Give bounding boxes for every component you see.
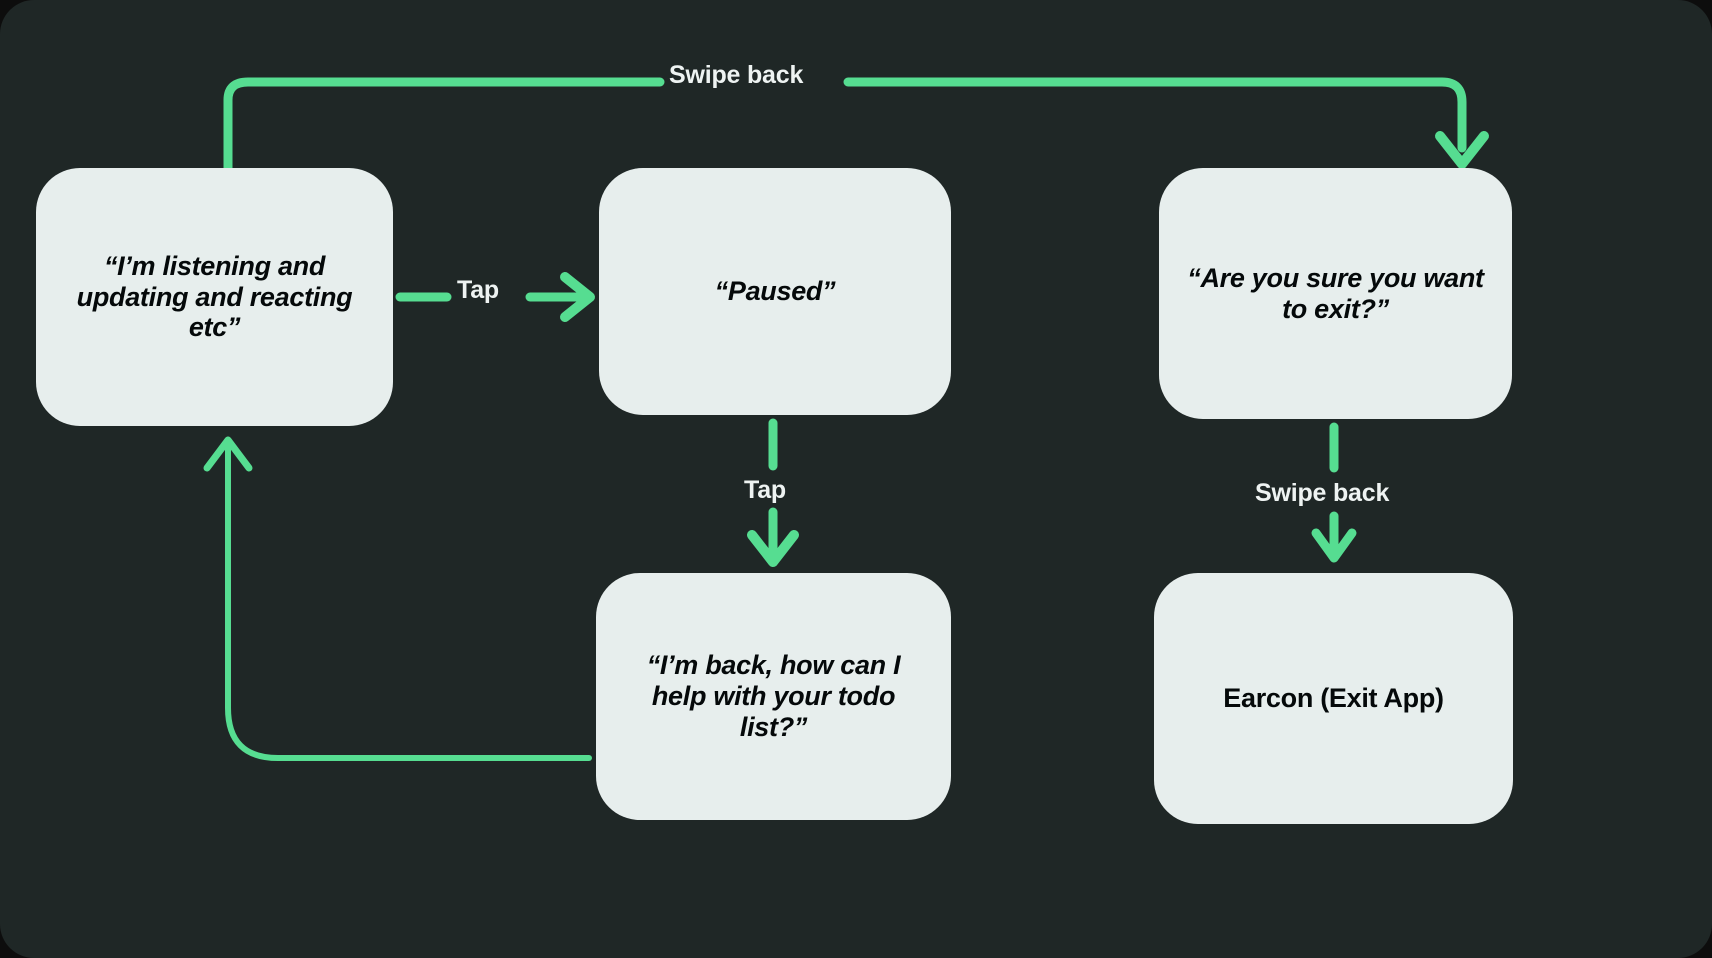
edge-label-tap-paused-to-back: Tap — [744, 476, 786, 504]
node-earcon[interactable]: Earcon (Exit App) — [1154, 573, 1513, 824]
node-confirm-label: “Are you sure you want to exit?” — [1187, 262, 1484, 324]
node-earcon-label: Earcon (Exit App) — [1223, 683, 1444, 714]
edge-label-swipe-back-top: Swipe back — [669, 61, 804, 89]
node-back[interactable]: “I’m back, how can I help with your todo… — [596, 573, 951, 820]
node-paused[interactable]: “Paused” — [599, 168, 951, 415]
node-confirm[interactable]: “Are you sure you want to exit?” — [1159, 168, 1512, 419]
edge-label-swipe-back-confirm-to-earcon: Swipe back — [1255, 479, 1390, 507]
node-paused-label: “Paused” — [714, 276, 836, 307]
edge-listening-to-confirm — [223, 77, 1489, 173]
edge-paused-to-back — [747, 418, 799, 567]
node-listening[interactable]: “I’m listening and updating and reacting… — [36, 168, 393, 426]
node-back-label: “I’m back, how can I help with your todo… — [646, 650, 901, 742]
edge-back-to-listening — [203, 436, 592, 761]
node-listening-label: “I’m listening and updating and reacting… — [76, 250, 353, 343]
edge-label-tap-listening-to-paused: Tap — [457, 276, 499, 304]
edge-listening-to-paused — [395, 272, 595, 322]
edge-confirm-to-earcon — [1311, 422, 1357, 563]
